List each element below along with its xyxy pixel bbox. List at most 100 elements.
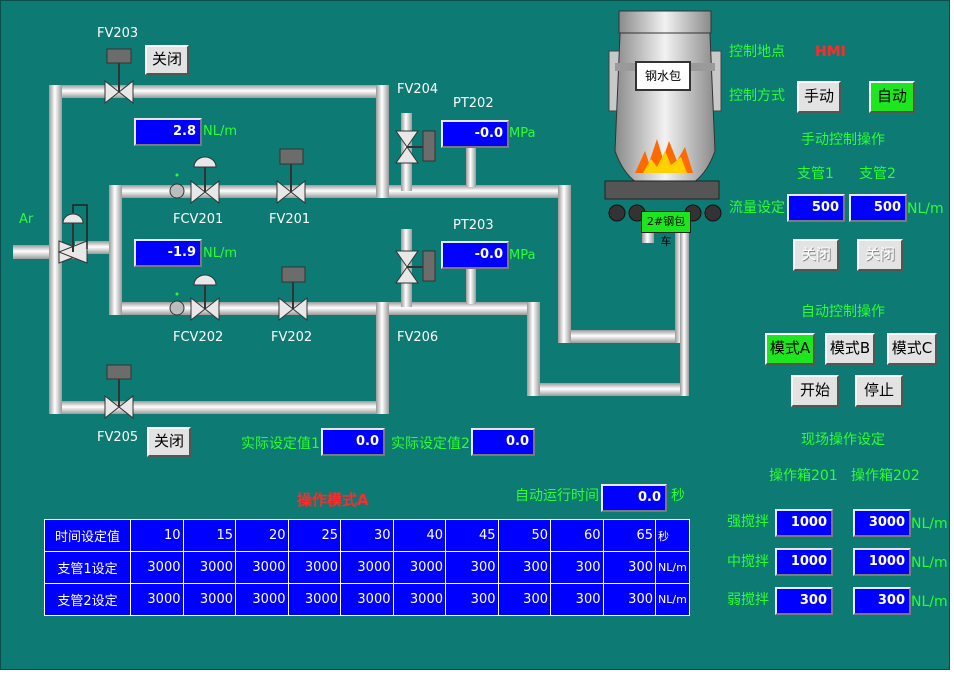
row-header-branch1: 支管1设定 — [44, 551, 131, 584]
row-header-branch2: 支管2设定 — [44, 583, 131, 616]
branch2-cell[interactable]: 3000 — [130, 583, 184, 616]
branch2-cell[interactable]: 300 — [550, 583, 604, 616]
time-cell[interactable]: 60 — [550, 519, 604, 552]
weak-stir-box202-input[interactable]: 300 — [853, 587, 911, 615]
ar-label: Ar — [19, 212, 34, 227]
auto-mode-button[interactable]: 自动 — [869, 81, 915, 113]
weak-stir-box201-input[interactable]: 300 — [775, 587, 833, 615]
fcv202-label: FCV202 — [173, 330, 224, 345]
mode-b-button[interactable]: 模式B — [825, 333, 875, 365]
branch2-cell[interactable]: 3000 — [182, 583, 236, 616]
manual-control-title: 手动控制操作 — [801, 132, 885, 148]
ladle-graphic — [604, 10, 722, 222]
strong-stir-label: 强搅拌 — [727, 514, 769, 530]
branch2-unit: NL/m — [655, 583, 690, 616]
branch1-cell[interactable]: 300 — [602, 551, 656, 584]
start-button[interactable]: 开始 — [791, 375, 839, 407]
fcv201-valve[interactable] — [169, 156, 220, 205]
medium-stir-box202-input[interactable]: 1000 — [853, 548, 911, 576]
time-cell[interactable]: 15 — [182, 519, 236, 552]
medium-stir-unit: NL/m — [911, 555, 948, 571]
fcv202-valve[interactable] — [169, 274, 220, 322]
pt203-stub — [466, 267, 476, 304]
branch1-cell[interactable]: 3000 — [392, 551, 446, 584]
fcv201-flow-unit: NL/m — [203, 124, 238, 139]
pt202-label: PT202 — [453, 96, 494, 111]
branch1-cell[interactable]: 3000 — [340, 551, 394, 584]
pt202-pressure-unit: MPa — [509, 126, 536, 141]
branch2-flow-input[interactable]: 500 — [849, 194, 907, 222]
fv205-close-button[interactable]: 关闭 — [147, 427, 191, 457]
branch1-cell[interactable]: 300 — [550, 551, 604, 584]
time-cell[interactable]: 10 — [130, 519, 184, 552]
table-row-branch2: 支管2设定 3000 3000 3000 3000 3000 3000 300 … — [44, 583, 690, 616]
branch2-cell[interactable]: 3000 — [340, 583, 394, 616]
medium-stir-box201-input[interactable]: 1000 — [775, 548, 833, 576]
branch1-cell[interactable]: 300 — [445, 551, 499, 584]
branch1-cell[interactable]: 3000 — [235, 551, 289, 584]
ladle-car-label: 2#钢包车 — [641, 211, 691, 248]
fv202-label: FV202 — [271, 330, 313, 345]
branch2-close-button[interactable]: 关闭 — [857, 239, 903, 271]
control-mode-label: 控制方式 — [729, 88, 785, 104]
time-cell[interactable]: 40 — [392, 519, 446, 552]
medium-stir-label: 中搅拌 — [727, 554, 769, 570]
flow-setting-unit: NL/m — [907, 201, 944, 217]
ladle-label: 钢水包 — [635, 61, 691, 91]
manual-mode-button[interactable]: 手动 — [797, 81, 841, 113]
branch1-label: 支管1 — [797, 166, 834, 182]
row-header-time: 时间设定值 — [44, 519, 131, 552]
pressure-regulator[interactable] — [57, 204, 89, 264]
stop-button[interactable]: 停止 — [855, 375, 903, 407]
fv202-valve[interactable] — [278, 266, 308, 322]
fv201-valve[interactable] — [276, 148, 306, 205]
flow-setting-label: 流量设定 — [729, 200, 785, 216]
runtime-value: 0.0 — [601, 484, 667, 512]
branch2-cell[interactable]: 300 — [445, 583, 499, 616]
strong-stir-box202-input[interactable]: 3000 — [853, 509, 911, 537]
auto-control-title: 自动控制操作 — [801, 304, 885, 320]
actual-setpoint1-value: 0.0 — [321, 428, 385, 456]
fv205-label: FV205 — [97, 430, 139, 445]
pt202-stub — [466, 147, 476, 187]
schedule-title: 操作模式A — [297, 491, 369, 509]
branch1-cell[interactable]: 3000 — [130, 551, 184, 584]
time-cell[interactable]: 65 — [602, 519, 656, 552]
weak-stir-label: 弱搅拌 — [727, 592, 769, 608]
mode-a-button[interactable]: 模式A — [765, 333, 815, 365]
time-cell[interactable]: 50 — [497, 519, 551, 552]
runtime-unit: 秒 — [671, 488, 685, 504]
branch2-cell[interactable]: 3000 — [287, 583, 341, 616]
fv204-valve[interactable] — [395, 130, 436, 164]
branch1-cell[interactable]: 300 — [497, 551, 551, 584]
branch1-close-button[interactable]: 关闭 — [793, 239, 839, 271]
branch2-label: 支管2 — [859, 166, 896, 182]
fv201-label: FV201 — [269, 212, 311, 227]
box202-label: 操作箱202 — [851, 468, 920, 484]
branch1-cell[interactable]: 3000 — [287, 551, 341, 584]
pipes-vertical — [49, 85, 689, 414]
branch2-cell[interactable]: 3000 — [392, 583, 446, 616]
strong-stir-box201-input[interactable]: 1000 — [775, 509, 833, 537]
fv204-label: FV204 — [397, 82, 439, 97]
time-cell[interactable]: 45 — [445, 519, 499, 552]
branch2-cell[interactable]: 300 — [497, 583, 551, 616]
fv203-valve[interactable] — [104, 48, 134, 105]
branch1-cell[interactable]: 3000 — [182, 551, 236, 584]
fv205-valve[interactable] — [104, 364, 134, 420]
schedule-table: 时间设定值 10 15 20 25 30 40 45 50 60 65 秒 支管… — [44, 519, 690, 616]
time-cell[interactable]: 20 — [235, 519, 289, 552]
control-location-label: 控制地点 — [729, 44, 785, 60]
branch2-cell[interactable]: 3000 — [235, 583, 289, 616]
fv206-valve[interactable] — [395, 250, 436, 284]
fv203-close-button[interactable]: 关闭 — [145, 45, 189, 75]
branch1-flow-input[interactable]: 500 — [787, 194, 845, 222]
mode-c-button[interactable]: 模式C — [887, 333, 937, 365]
time-cell[interactable]: 30 — [340, 519, 394, 552]
branch2-cell[interactable]: 300 — [602, 583, 656, 616]
weak-stir-unit: NL/m — [911, 594, 948, 610]
time-cell[interactable]: 25 — [287, 519, 341, 552]
table-row-time: 时间设定值 10 15 20 25 30 40 45 50 60 65 秒 — [44, 519, 690, 552]
